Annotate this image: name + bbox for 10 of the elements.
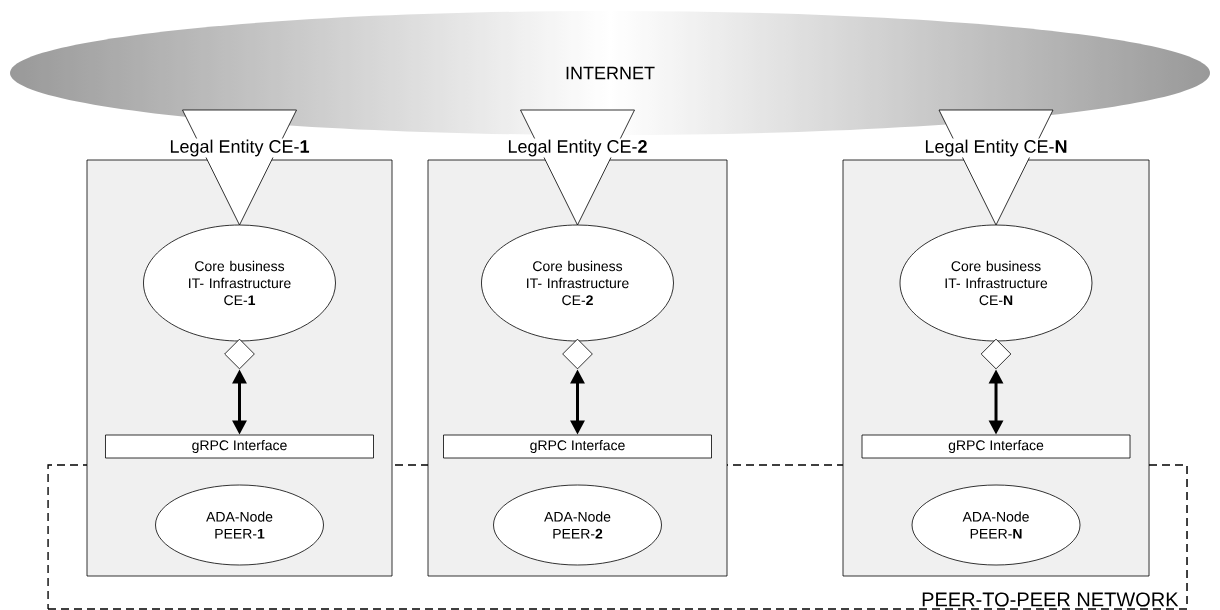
diamond xyxy=(980,338,1012,370)
entity-heading: Legal Entity CE-2 xyxy=(506,138,649,158)
interface-bar: gRPC Interface xyxy=(861,434,1131,459)
diamond xyxy=(562,338,593,370)
interface-bar: gRPC Interface xyxy=(443,434,712,459)
entity-heading: Legal Entity CE-N xyxy=(923,138,1069,158)
entity-heading: Legal Entity CE-1 xyxy=(168,138,311,158)
interface-bar: gRPC Interface xyxy=(105,434,374,459)
internet-cloud: INTERNET xyxy=(566,66,655,80)
diamond xyxy=(224,338,255,370)
